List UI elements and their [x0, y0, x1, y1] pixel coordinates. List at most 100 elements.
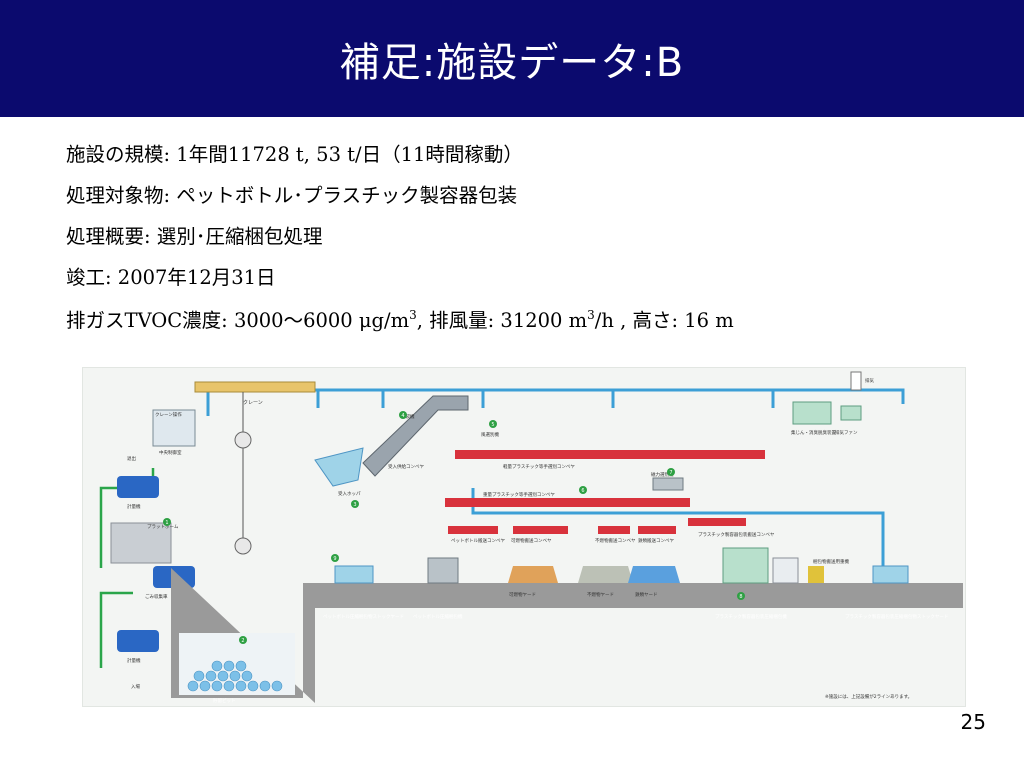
label-burnable-conveyor: 可燃物搬送コンベヤ	[511, 537, 552, 544]
process-flow-diagram: クレーン クレーン操作 中央制御室 退出 計量機 プラットホーム ごみ収集車 計…	[82, 367, 966, 707]
svg-text:3: 3	[353, 502, 356, 508]
flow-platform	[99, 486, 123, 568]
spec-value: 選別･圧縮梱包処理	[156, 225, 323, 248]
spec-value: 1年間11728 t, 53 t/日（11時間稼動）	[176, 143, 523, 166]
pit-waste	[187, 660, 283, 692]
nonburnable-conveyor	[598, 526, 630, 534]
truck-top	[117, 476, 159, 498]
spec-label: 排ガスTVOC濃度	[66, 309, 222, 332]
crane-grab-lower	[234, 537, 252, 555]
spec-completion: 竣工: 2007年12月31日	[66, 266, 276, 289]
spec-label: 処理概要	[66, 225, 145, 248]
truck-bottom	[117, 630, 159, 652]
label-light-conveyor: 軽量プラスチック等手選別コンベヤ	[503, 463, 575, 470]
receive-hopper	[314, 447, 364, 487]
floor-and-pit	[171, 568, 963, 703]
step-badge-3	[351, 500, 359, 508]
step-badges: 1 2 3 4 5 6 7 8 9	[163, 411, 745, 644]
duct-lower	[471, 488, 773, 515]
svg-text:9: 9	[333, 556, 336, 562]
iron-yard-pile	[628, 566, 680, 583]
burnable-conveyor	[513, 526, 568, 534]
label-wind-sorter: 風選別機	[481, 431, 499, 438]
label-bale-machine: 梱包物搬送用重機	[813, 558, 849, 565]
pet-bales	[334, 565, 374, 584]
label-crane: クレーン	[243, 400, 263, 406]
plastic-baler	[722, 547, 769, 584]
label-pet-conveyor: ペットボトル搬送コンベヤ	[451, 537, 505, 544]
title-bar: 補足:施設データ:B	[0, 0, 1024, 117]
step-badge-6	[579, 486, 587, 494]
slide-title: 補足:施設データ:B	[339, 39, 685, 86]
step-badge-7	[667, 468, 675, 476]
label-heavy-conveyor: 重量プラスチック等手選別コンベヤ	[483, 491, 555, 498]
step-badge-8	[737, 592, 745, 600]
label-burnable-yard: 可燃物ヤード	[509, 591, 536, 598]
main-duct	[206, 388, 905, 416]
deodorizer	[792, 401, 832, 425]
plastic-conveyor	[688, 518, 746, 526]
label-receive-conveyor: 受入供給コンベヤ	[388, 463, 424, 470]
bale-stack	[772, 557, 799, 584]
svg-text:6: 6	[581, 488, 584, 494]
facility-specs: 施設の規模: 1年間11728 t, 53 t/日（11時間稼動） 処理対象物:…	[66, 145, 996, 350]
step-badge-1	[163, 518, 171, 526]
label-exhaust-fan: 排気ファン	[835, 429, 858, 436]
flow-entry	[99, 591, 133, 668]
label-pet-stock-yard: ペットボトル圧縮梱包物ストックヤード	[323, 613, 404, 620]
step-badge-9	[331, 554, 339, 562]
spec-process: 処理概要: 選別･圧縮梱包処理	[66, 225, 323, 248]
label-receive-hopper: 受入ホッパ	[338, 490, 361, 497]
label-scale-bottom: 計量機	[127, 657, 141, 664]
label-pet-baler: ペットボトル圧縮梱包機	[413, 613, 463, 620]
label-entry: 入場	[131, 683, 140, 690]
exhaust-fan	[840, 405, 862, 421]
spec-exhaust: 排ガスTVOC濃度: 3000～6000 μg/m3, 排風量: 31200 m…	[66, 308, 734, 332]
spec-value: ペットボトル･プラスチック製容器包装	[176, 184, 518, 207]
duct-pipes	[206, 388, 905, 578]
label-exit: 退出	[127, 455, 136, 462]
sorting-conveyors: 軽量プラスチック等手選別コンベヤ 重量プラスチック等手選別コンベヤ ペットボトル…	[445, 450, 775, 544]
svg-text:1: 1	[165, 520, 168, 526]
burnable-yard-pile	[508, 566, 558, 583]
label-deodorizer: 集じん・消臭脱臭装置	[791, 429, 836, 436]
label-storage-pit: 貯留ピット	[213, 697, 236, 704]
iron-conveyor	[638, 526, 676, 534]
spec-value: 2007年12月31日	[117, 266, 276, 289]
page-number: 25	[960, 710, 986, 734]
label-magnetic-sorter: 磁力選別機	[651, 471, 674, 478]
spec-label: 施設の規模	[66, 143, 164, 166]
label-footnote: ※施設には、上記設備が2ラインあります。	[825, 693, 912, 700]
process-flow-svg: クレーン クレーン操作 中央制御室 退出 計量機 プラットホーム ごみ収集車 計…	[99, 371, 963, 704]
spec-scale: 施設の規模: 1年間11728 t, 53 t/日（11時間稼動）	[66, 143, 523, 166]
svg-text:4: 4	[401, 413, 404, 419]
plastic-bales	[872, 565, 909, 584]
label-bag-breaker: 破袋機	[401, 413, 415, 420]
label-nonburnable-yard: 不燃物ヤード	[587, 591, 614, 598]
crane-operation-room	[152, 409, 196, 447]
label-platform: プラットホーム	[147, 524, 179, 530]
spec-label: 竣工	[66, 266, 106, 289]
light-sorting-conveyor	[455, 450, 765, 459]
label-nonburnable-conveyor: 不燃物搬送コンベヤ	[595, 537, 636, 544]
label-exhaust: 排気	[865, 377, 874, 384]
label-scale-top: 計量機	[127, 503, 141, 510]
spec-target: 処理対象物: ペットボトル･プラスチック製容器包装	[66, 184, 518, 207]
svg-text:5: 5	[491, 422, 494, 428]
label-crane-op: クレーン操作	[155, 411, 182, 418]
label-plastic-baler: プラスチック製容器包装圧縮梱包機	[715, 613, 787, 620]
platform-wall	[110, 522, 172, 564]
crane-grab-upper	[234, 431, 252, 449]
label-plastic-stock-yard: プラスチック製容器包装圧縮梱包物ストックヤード	[845, 613, 948, 620]
step-badge-5	[489, 420, 497, 428]
step-badge-4	[399, 411, 407, 419]
magnetic-sorter	[652, 477, 684, 491]
crane-rail	[194, 381, 316, 393]
pet-baler	[427, 557, 459, 584]
exhaust-stack	[850, 371, 862, 391]
duct-right-down	[773, 511, 885, 578]
spec-label: 処理対象物	[66, 184, 164, 207]
step-badge-2	[239, 636, 247, 644]
nonburnable-yard-pile	[578, 566, 633, 583]
label-iron-conveyor: 鉄類搬送コンベヤ	[638, 537, 674, 544]
